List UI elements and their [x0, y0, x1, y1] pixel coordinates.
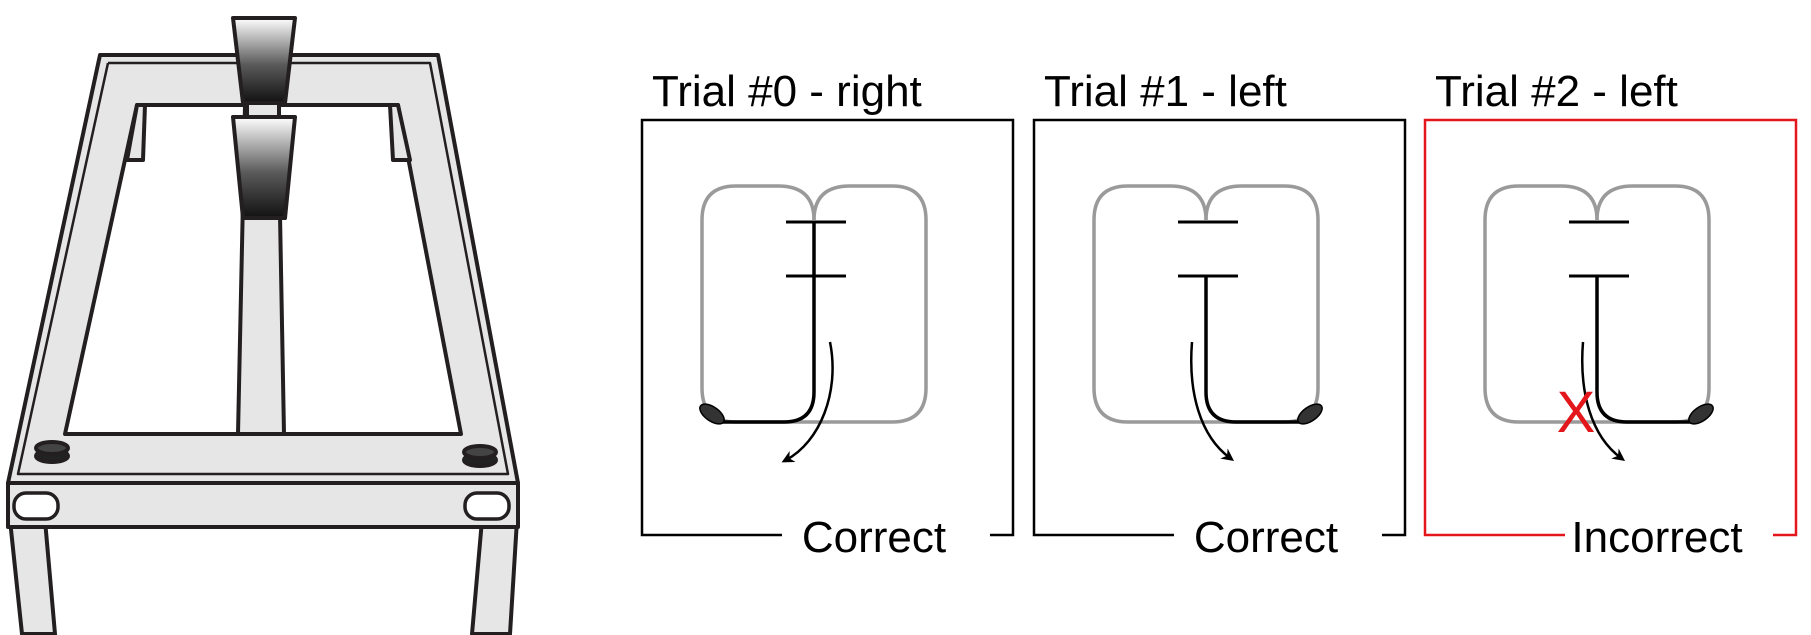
highlighted-path — [1595, 276, 1695, 424]
trial-outcome-label: Correct — [802, 513, 946, 562]
door-block-bottom — [231, 115, 297, 220]
maze-rail-hole-left — [12, 491, 60, 521]
highlighted-path — [1204, 276, 1304, 424]
maze-platform-edge — [16, 61, 510, 476]
maze-front-rail — [6, 481, 520, 529]
maze-inner-wall-left — [125, 103, 147, 162]
maze-rail-hole-right — [463, 491, 511, 521]
trial-title: Trial #2 - left — [1435, 67, 1678, 116]
trial-outcome-label: Correct — [1194, 513, 1338, 562]
reward-cup-icon — [1688, 403, 1714, 425]
t-maze-apparatus — [6, 16, 520, 635]
maze-inner-wall-right — [388, 103, 412, 162]
maze-leg-right — [470, 518, 519, 635]
maze-leg-left — [8, 518, 57, 635]
choice-arrow-icon — [781, 341, 834, 463]
choice-arrow-icon — [1190, 341, 1235, 461]
choice-arrow-icon — [1581, 341, 1626, 461]
door-block-connector — [245, 101, 281, 119]
reward-cup-icon — [699, 403, 725, 425]
trial-frame — [640, 118, 1015, 537]
maze-loop-left — [1092, 184, 1208, 424]
reward-cup-right — [462, 444, 498, 468]
reward-cup-left — [34, 440, 70, 464]
trial-title: Trial #0 - right — [652, 67, 922, 116]
trial-outcome-label: Incorrect — [1571, 513, 1742, 562]
maze-loop-right — [812, 184, 928, 424]
maze-platform — [6, 53, 520, 485]
trial-title: Trial #1 - left — [1044, 67, 1287, 116]
trial-frame — [1032, 118, 1407, 537]
reward-cup-icon — [1297, 403, 1323, 425]
highlighted-path — [716, 222, 816, 424]
door-block-top — [231, 16, 297, 105]
incorrect-x-mark: X — [1557, 380, 1596, 445]
maze-loop-left — [1483, 184, 1599, 424]
trial-frame — [1423, 118, 1798, 537]
